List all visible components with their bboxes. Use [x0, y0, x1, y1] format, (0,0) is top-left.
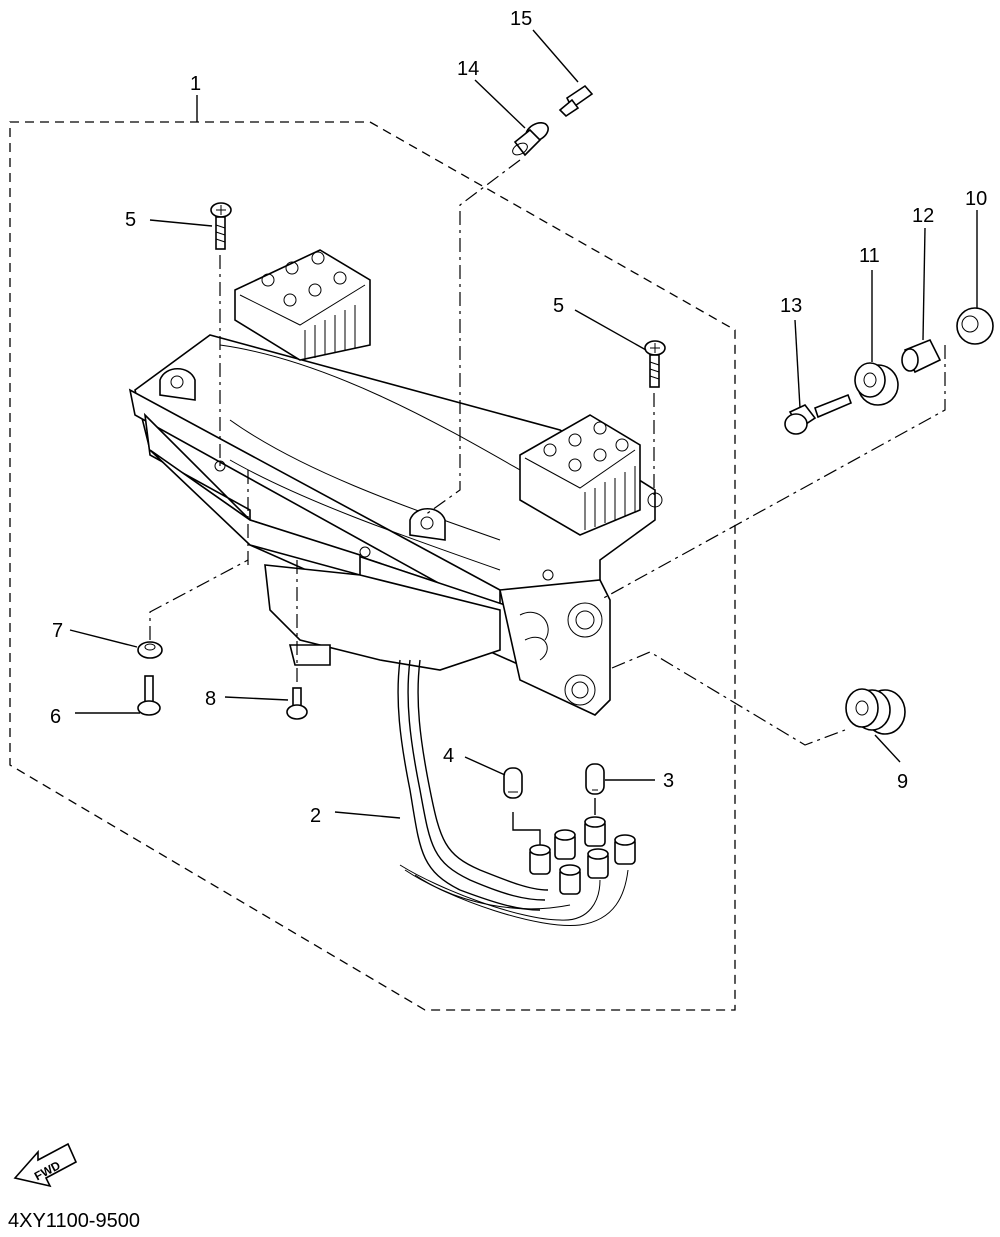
callout-15: 15	[510, 8, 532, 30]
collar-12	[901, 338, 942, 374]
callout-14: 14	[457, 58, 479, 80]
drawing-code: 4XY1100-9500	[8, 1210, 140, 1232]
callout-11: 11	[859, 245, 880, 267]
bolt-13	[784, 393, 853, 435]
bulb-3	[585, 763, 605, 815]
callout-2: 2	[310, 805, 321, 827]
collar-14	[424, 122, 549, 516]
washer-7	[137, 559, 249, 659]
callout-3: 3	[663, 770, 674, 792]
mount-line-lower	[611, 651, 846, 746]
callout-5-left: 5	[125, 209, 136, 231]
callout-13: 13	[780, 295, 802, 317]
callout-10: 10	[965, 188, 987, 210]
assembly-boundary	[9, 121, 736, 1011]
screw-5-right	[644, 340, 666, 495]
callout-1: 1	[190, 73, 201, 95]
callout-8: 8	[205, 688, 216, 710]
fwd-arrow-icon: FWD	[13, 1142, 78, 1188]
callout-5-right: 5	[553, 295, 564, 317]
callout-4: 4	[443, 745, 454, 767]
screw-5-left	[210, 202, 232, 470]
callout-6: 6	[50, 706, 61, 728]
washer-10	[956, 307, 994, 345]
mount-line-upper	[599, 345, 946, 601]
grommet-11	[854, 362, 899, 406]
grommet-9	[845, 688, 906, 735]
screw-8	[286, 560, 308, 720]
callout-9: 9	[897, 771, 908, 793]
bulb-sockets	[529, 816, 636, 895]
callout-7: 7	[52, 620, 63, 642]
meter-assembly	[128, 249, 663, 716]
wire-harness	[397, 659, 629, 927]
leader-lines	[69, 29, 978, 819]
bolt-6	[137, 675, 161, 716]
bulb-4	[503, 767, 541, 845]
callout-12: 12	[912, 205, 934, 227]
screw-15	[558, 84, 594, 118]
